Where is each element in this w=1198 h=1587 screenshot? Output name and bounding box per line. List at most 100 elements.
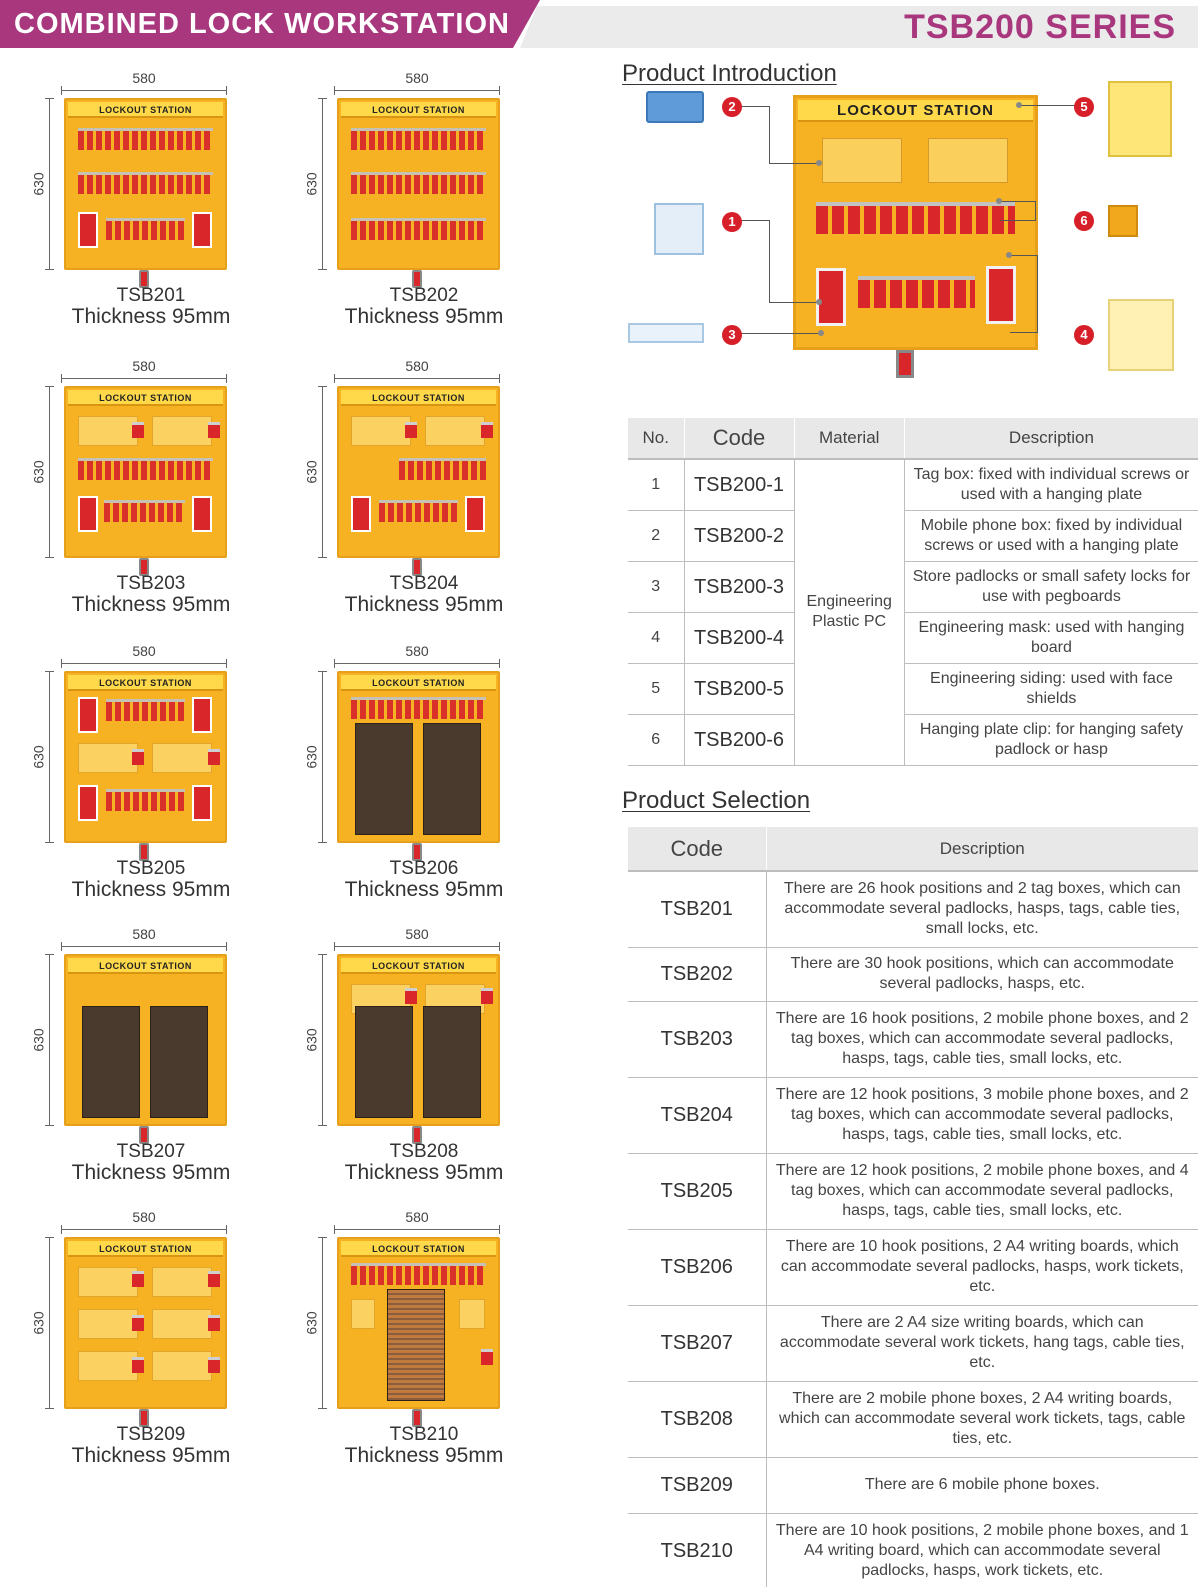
cell-no: 4 [628,612,685,664]
page-header: COMBINED LOCK WORKSTATION TSB200 SERIES [0,0,1198,48]
width-label: 580 [405,1209,429,1225]
cell-code: TSB210 [628,1513,767,1587]
board-image: LOCKOUT STATION [337,954,500,1126]
width-dimension: 580 [334,1209,500,1239]
cell-description: There are 26 hook positions and 2 tag bo… [766,871,1198,948]
cell-description: There are 2 mobile phone boxes, 2 A4 wri… [766,1381,1198,1458]
tag-box [192,785,212,821]
col-header-code: Code [628,827,767,872]
product-code: TSB210 [389,1424,459,1445]
tag-box [78,496,98,532]
cell-description: There are 16 hook positions, 2 mobile ph… [766,1001,1198,1078]
a4-writing-board [150,1006,208,1118]
padlock-row [351,218,486,240]
cell-no: 3 [628,561,685,613]
phone-box [78,1267,138,1297]
width-dimension: 580 [61,926,227,956]
cell-description: Engineering siding: used with face shiel… [904,663,1198,715]
cell-code: TSB202 [628,947,767,1002]
width-label: 580 [405,358,429,374]
height-dimension: 630 [31,1237,61,1409]
accessory-clip-image [1108,205,1138,237]
tag-box [816,268,846,326]
tag-box [78,212,98,248]
cell-description: Tag box: fixed with individual screws or… [904,459,1198,511]
cell-description: Hanging plate clip: for hanging safety p… [904,714,1198,766]
cell-description: There are 30 hook positions, which can a… [766,947,1198,1002]
handle-padlock [139,1126,149,1144]
col-header-description: Description [766,827,1198,872]
width-label: 580 [132,358,156,374]
a4-writing-board [423,1006,481,1118]
board-image: LOCKOUT STATION [337,671,500,843]
cell-description: There are 2 A4 size writing boards, whic… [766,1305,1198,1382]
height-label: 630 [303,745,320,769]
col-header-code: Code [684,418,795,460]
padlock-row [106,218,185,240]
padlock [132,422,144,438]
table-header-row: No. Code Material Description [628,418,1198,460]
board-label: LOCKOUT STATION [372,105,465,115]
width-dimension: 580 [61,70,227,100]
product-thickness: Thickness 95mm [344,1444,504,1467]
padlock-row [351,172,486,194]
board-label: LOCKOUT STATION [372,678,465,688]
padlock-row [78,458,213,480]
height-label: 630 [30,1311,47,1335]
padlock [132,749,144,765]
cell-no: 2 [628,510,685,562]
phone-box [78,1351,138,1381]
handle-padlock [139,843,149,861]
phone-box [425,416,485,446]
product-code: TSB204 [389,573,459,594]
cell-code: TSB200-6 [684,714,795,766]
callout-badge-3: 3 [722,325,742,345]
a4-writing-board [355,1006,413,1118]
cell-material: Engineering Plastic PC [794,459,905,766]
width-label: 580 [405,926,429,942]
product-thickness: Thickness 95mm [344,878,504,901]
cell-code: TSB206 [628,1229,767,1306]
product-thickness: Thickness 95mm [344,305,504,328]
cell-description: There are 12 hook positions, 2 mobile ph… [766,1153,1198,1230]
padlock-row [351,697,486,719]
board-label: LOCKOUT STATION [372,393,465,403]
board-label: LOCKOUT STATION [99,1244,192,1254]
width-dimension: 580 [334,70,500,100]
accessory-siding-image [1108,81,1172,157]
phone-box [152,416,212,446]
cell-description: Mobile phone box: fixed by individual sc… [904,510,1198,562]
height-dimension: 630 [304,671,334,843]
padlock [132,1357,144,1373]
callout-badge-4: 4 [1074,325,1094,345]
cell-code: TSB207 [628,1305,767,1382]
cell-code: TSB204 [628,1077,767,1154]
product-thickness: Thickness 95mm [71,593,231,616]
board-image: LOCKOUT STATION [64,386,227,558]
padlock [405,988,417,1004]
board-image: LOCKOUT STATION [64,98,227,270]
padlock [208,422,220,438]
phone-box [152,1351,212,1381]
cell-description: There are 10 hook positions, 2 mobile ph… [766,1513,1198,1587]
callout-badge-6: 6 [1074,211,1094,231]
padlock-row [379,500,458,522]
width-dimension: 580 [334,926,500,956]
padlock [405,422,417,438]
board-handle-padlock [896,350,914,378]
height-label: 630 [303,172,320,196]
padlock [208,1271,220,1287]
height-dimension: 630 [304,98,334,270]
handle-padlock [139,270,149,288]
padlock [481,422,493,438]
phone-box [78,416,138,446]
